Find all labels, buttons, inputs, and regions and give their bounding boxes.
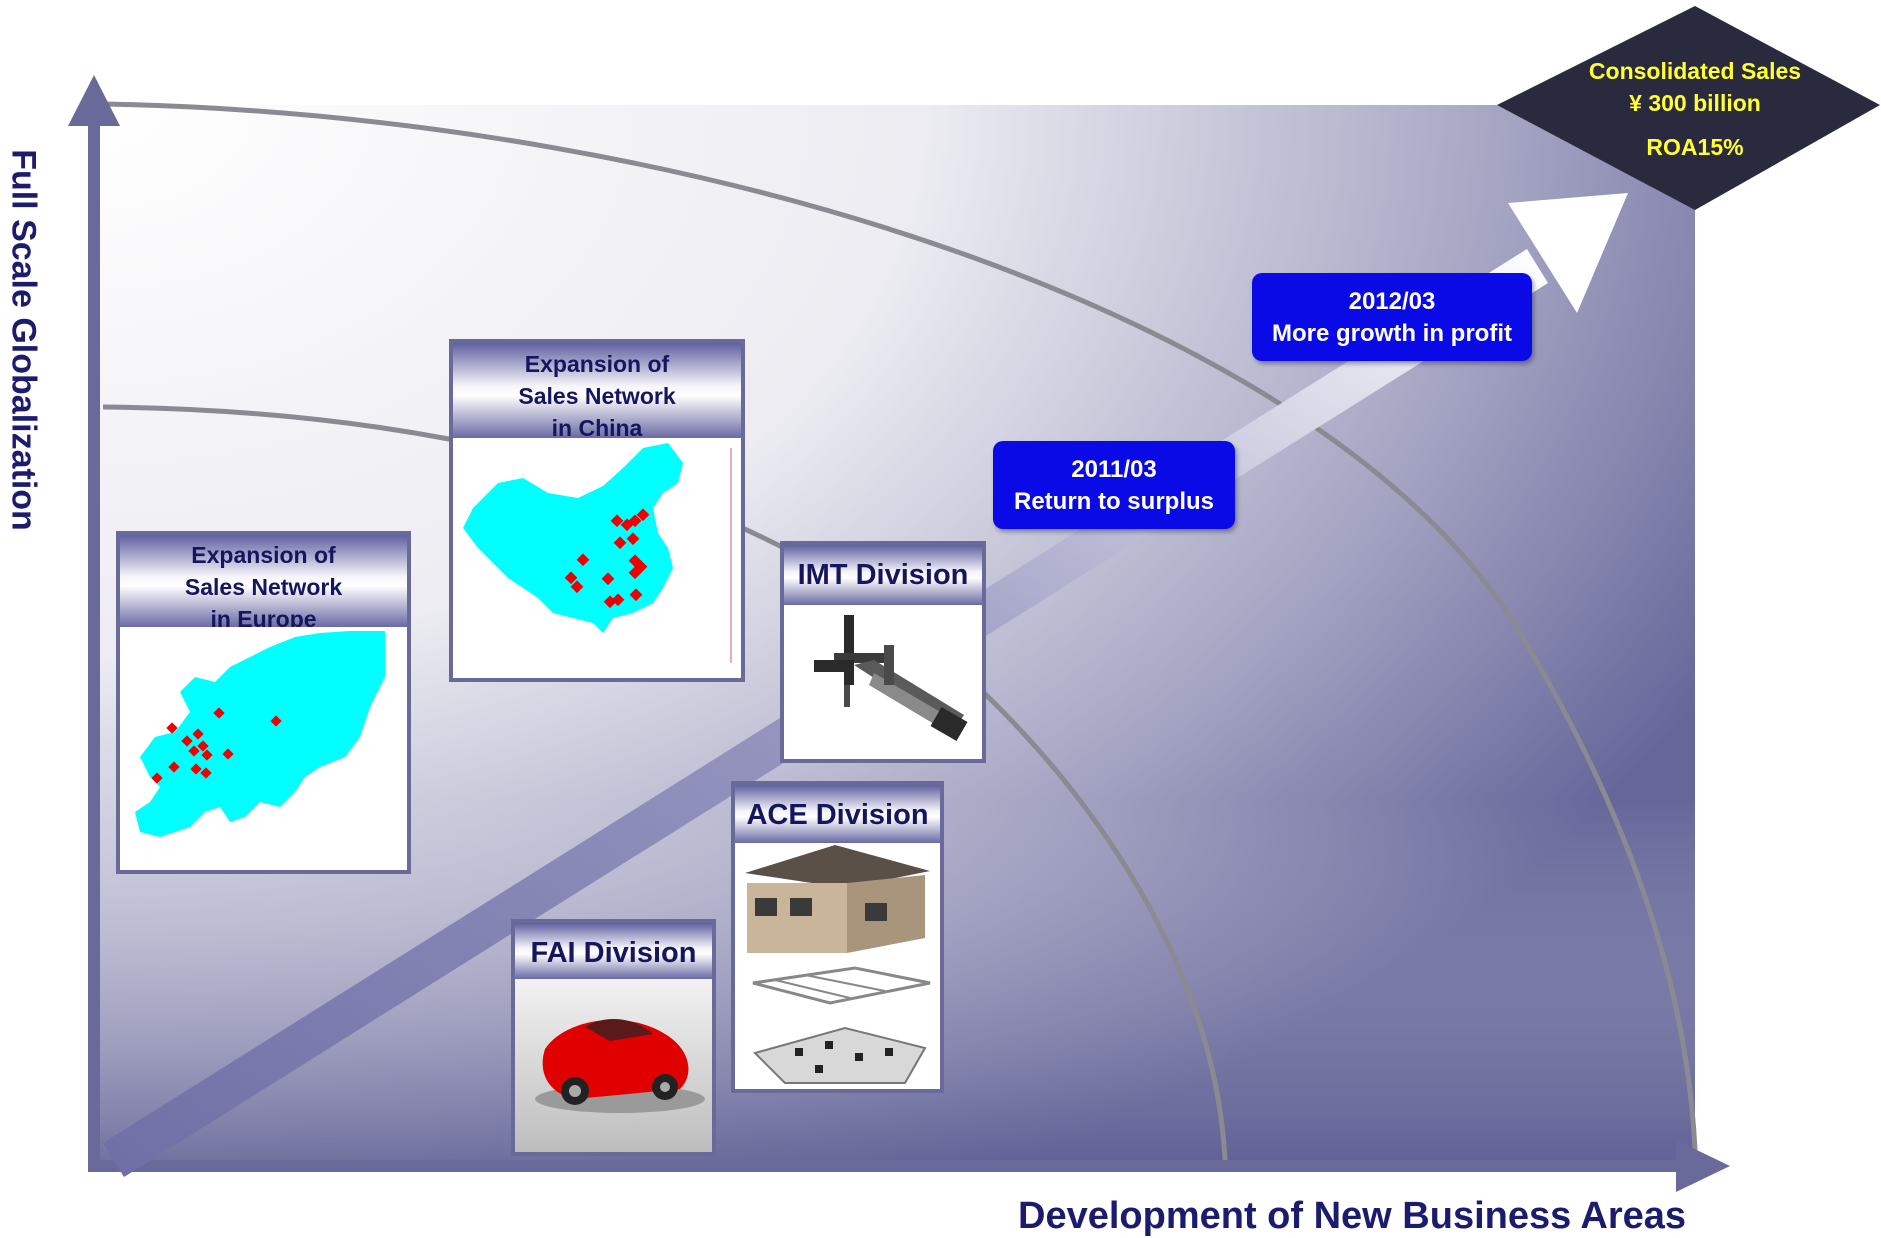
- y-axis-arrow-icon: [68, 75, 120, 126]
- panel-title-line: in Europe: [210, 606, 317, 627]
- goal-line-roa: ROA15%: [1646, 134, 1744, 160]
- milestone-2011: 2011/03 Return to surplus: [993, 441, 1235, 529]
- panel-title: IMT Division: [784, 545, 982, 605]
- panel-title: Expansion of Sales Network in Europe: [120, 535, 407, 627]
- china-map-icon: [453, 438, 741, 678]
- milestone-text: More growth in profit: [1272, 320, 1512, 347]
- y-axis-label: Full Scale Globalization: [4, 149, 43, 531]
- goal-line-sales-label: Consolidated Sales: [1588, 58, 1802, 84]
- panel-title-line: Expansion of: [191, 542, 336, 568]
- sports-car-icon: [515, 979, 712, 1152]
- panel-title-line: Sales Network: [184, 574, 343, 600]
- panel-china: Expansion of Sales Network in China: [449, 339, 745, 682]
- panel-title: ACE Division: [735, 785, 940, 843]
- x-axis-arrow-icon: [1676, 1140, 1730, 1192]
- panel-ace: ACE Division: [731, 781, 944, 1093]
- milestone-text: Return to surplus: [1013, 488, 1214, 515]
- x-axis-label: Development of New Business Areas: [1018, 1195, 1687, 1237]
- panel-imt: IMT Division: [780, 541, 986, 763]
- panel-europe: Expansion of Sales Network in Europe: [116, 531, 411, 874]
- europe-map-icon: [120, 627, 407, 870]
- house-icon: [735, 843, 940, 1089]
- milestone-date: 2012/03: [1348, 288, 1436, 315]
- panel-title-line: Expansion of: [524, 351, 670, 377]
- panel-fai: FAI Division: [511, 919, 716, 1156]
- y-axis-line: [88, 122, 100, 1172]
- goal-line-sales-value: ¥ 300 billion: [1629, 90, 1761, 116]
- milestone-date: 2011/03: [1071, 456, 1157, 483]
- x-axis-line: [90, 1160, 1680, 1172]
- panel-title-line: in China: [551, 415, 643, 438]
- panel-title-line: Sales Network: [518, 383, 676, 409]
- goal-diamond: [1497, 6, 1880, 210]
- outer-curve: [102, 101, 1698, 1151]
- panel-title: FAI Division: [515, 923, 712, 979]
- panel-title: Expansion of Sales Network in China: [453, 343, 741, 438]
- milestone-2012: 2012/03 More growth in profit: [1252, 273, 1532, 361]
- goal-text: Consolidated Sales ¥ 300 billion ROA15%: [1540, 55, 1850, 163]
- robot-arm-icon: [784, 605, 982, 759]
